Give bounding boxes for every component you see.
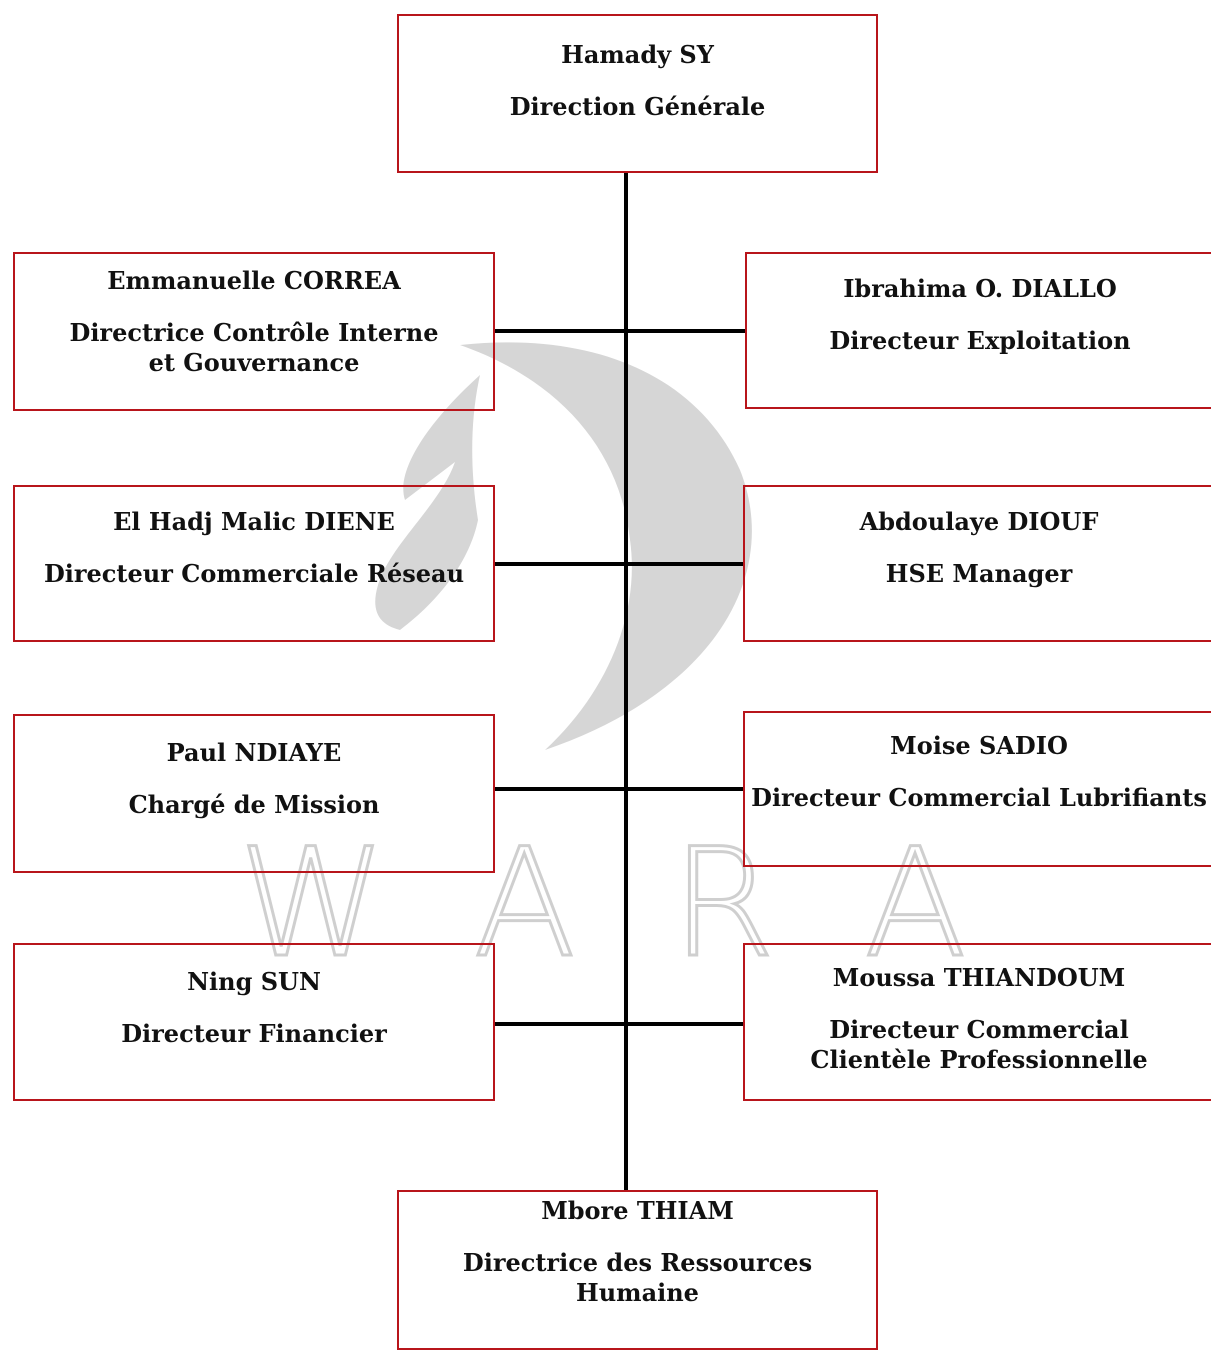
person-name: Ibrahima O. DIALLO (843, 274, 1117, 303)
person-role: Directeur Commercial Lubrifiants (751, 783, 1207, 812)
org-box-ressources-humaines: Mbore THIAM Directrice des Ressources Hu… (397, 1190, 878, 1350)
person-role: Directeur Commerciale Réseau (43, 559, 465, 588)
org-box-left-2: El Hadj Malic DIENE Directeur Commercial… (13, 485, 495, 642)
org-box-left-4: Ning SUN Directeur Financier (13, 943, 495, 1101)
org-box-left-1: Emmanuelle CORREA Directrice Contrôle In… (13, 252, 495, 411)
person-name: Moussa THIANDOUM (832, 963, 1126, 992)
person-name: El Hadj Malic DIENE (113, 507, 395, 536)
watermark-text: WARA (238, 817, 1061, 991)
person-name: Abdoulaye DIOUF (859, 507, 1099, 536)
person-name: Moise SADIO (890, 731, 1068, 760)
person-name: Mbore THIAM (541, 1196, 734, 1225)
person-role: Chargé de Mission (128, 790, 380, 819)
person-name: Hamady SY (561, 40, 714, 69)
person-role: Directrice Contrôle Interne et Gouvernan… (69, 318, 439, 377)
person-role: Directeur Commercial Clientèle Professio… (810, 1015, 1148, 1074)
person-role: HSE Manager (885, 559, 1073, 588)
person-role: Directeur Financier (121, 1019, 387, 1048)
org-box-right-4: Moussa THIANDOUM Directeur Commercial Cl… (743, 943, 1211, 1101)
person-role: Directrice des Ressources Humaine (462, 1248, 813, 1307)
profile-watermark-shape (375, 375, 480, 630)
org-box-right-2: Abdoulaye DIOUF HSE Manager (743, 485, 1211, 642)
org-box-right-1: Ibrahima O. DIALLO Directeur Exploitatio… (745, 252, 1211, 409)
person-name: Emmanuelle CORREA (107, 266, 401, 295)
person-role: Directeur Exploitation (829, 326, 1131, 355)
person-name: Paul NDIAYE (166, 738, 342, 767)
person-name: Ning SUN (187, 967, 321, 996)
org-box-right-3: Moise SADIO Directeur Commercial Lubrifi… (743, 711, 1211, 867)
org-box-direction-generale: Hamady SY Direction Générale (397, 14, 878, 173)
person-role: Direction Générale (509, 92, 766, 121)
crescent-watermark-shape (460, 342, 752, 750)
org-box-left-3: Paul NDIAYE Chargé de Mission (13, 714, 495, 873)
